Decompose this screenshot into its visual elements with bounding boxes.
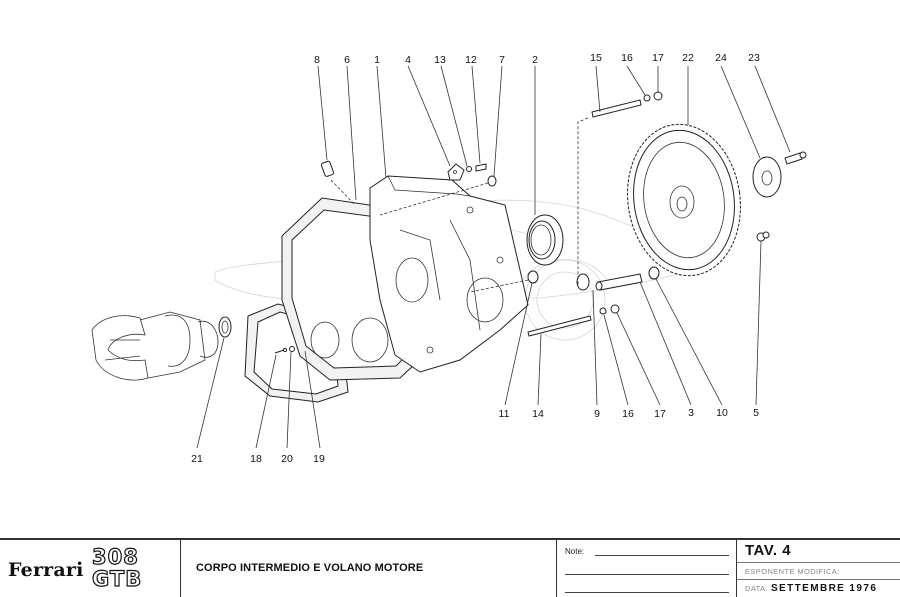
part-5-dowel	[756, 231, 770, 242]
part-23-flywheel-bolt	[784, 151, 807, 165]
callout-2: 2	[532, 54, 538, 66]
part-17-nut-lower	[610, 304, 620, 314]
callout-4: 4	[405, 54, 411, 66]
date-row: DATA:SETTEMBRE 1976	[745, 583, 877, 594]
part-22-flywheel	[627, 123, 741, 277]
callout-14: 14	[532, 408, 544, 420]
part-10-o-ring	[648, 266, 660, 280]
model-variant: GTB	[91, 567, 143, 591]
callout-10: 10	[716, 407, 728, 419]
plate-number: TAV. 4	[745, 542, 792, 559]
part-1-intermediate-housing	[369, 175, 529, 373]
date-value: SETTEMBRE 1976	[770, 583, 878, 594]
notes-label: Note:	[565, 547, 585, 556]
callout-19: 19	[313, 453, 325, 465]
part-2-oil-seal	[526, 214, 564, 266]
callout-9: 9	[594, 408, 600, 420]
callout-3: 3	[688, 407, 694, 419]
callout-23: 23	[748, 52, 760, 64]
callout-6: 6	[344, 54, 350, 66]
divider	[737, 562, 900, 563]
note-line-2	[565, 574, 729, 575]
title-block: Ferrari 308 GTB CORPO INTERMEDIO E VOLAN…	[0, 538, 900, 597]
part-7-bushing	[487, 175, 497, 187]
part-16-washer-lower	[599, 307, 607, 315]
callout-16: 16	[621, 52, 633, 64]
callout-7: 7	[499, 54, 505, 66]
leader-lines	[196, 65, 791, 449]
callouts-bottom: 21 18 20 19 11 14 9 16 17 3 10 5	[191, 407, 759, 465]
revision-label: ESPONENTE MODIFICA:	[745, 567, 840, 576]
callout-1: 1	[374, 54, 380, 66]
callout-11: 11	[499, 408, 510, 420]
callout-24: 24	[715, 52, 727, 64]
part-12-screw	[475, 163, 487, 172]
part-14-stud	[527, 315, 592, 337]
callout-21: 21	[191, 453, 203, 465]
logo-area: Ferrari 308 GTB	[0, 540, 181, 597]
part-17-nut-upper	[653, 91, 663, 101]
notes-area: Note:	[556, 540, 735, 597]
callout-18: 18	[250, 453, 262, 465]
model-badge: 308 GTB	[91, 545, 166, 591]
crankshaft	[91, 311, 219, 381]
callout-22: 22	[682, 52, 694, 64]
plate-info: TAV. 4 ESPONENTE MODIFICA: DATA:SETTEMBR…	[736, 540, 900, 597]
part-11-o-ring	[527, 270, 539, 284]
model-number: 308	[91, 545, 139, 569]
part-24-locking-plate	[752, 156, 782, 198]
callout-15: 15	[590, 52, 602, 64]
part-15-stud	[591, 99, 642, 118]
callout-17b: 17	[654, 408, 666, 420]
callout-17: 17	[652, 52, 664, 64]
date-label: DATA:	[745, 584, 768, 593]
callout-20: 20	[281, 453, 293, 465]
divider	[737, 579, 900, 580]
callout-12: 12	[465, 54, 477, 66]
callout-8: 8	[314, 54, 320, 66]
callout-16b: 16	[622, 408, 634, 420]
part-9-o-ring	[576, 273, 590, 291]
exploded-diagram: 8 6 1 4 13 12 7 2 15 16 17 22 24 23 21 1…	[91, 52, 807, 465]
part-21-bearing	[218, 316, 232, 338]
callouts-top: 8 6 1 4 13 12 7 2 15 16 17 22 24 23	[314, 52, 760, 66]
part-4-cover-plate	[447, 163, 465, 181]
callout-13: 13	[434, 54, 446, 66]
part-8-plug	[320, 160, 335, 177]
note-line-1	[595, 555, 729, 556]
drawing-title: CORPO INTERMEDIO E VOLANO MOTORE	[196, 562, 424, 574]
part-13-washer	[466, 166, 472, 172]
ferrari-logo: Ferrari	[8, 559, 84, 581]
part-18-screw	[274, 347, 288, 354]
part-3-dowel-pin	[595, 273, 643, 291]
part-16-washer-upper	[643, 94, 651, 102]
callout-5: 5	[753, 407, 759, 419]
part-20-washer	[289, 346, 295, 352]
note-line-3	[565, 592, 729, 593]
